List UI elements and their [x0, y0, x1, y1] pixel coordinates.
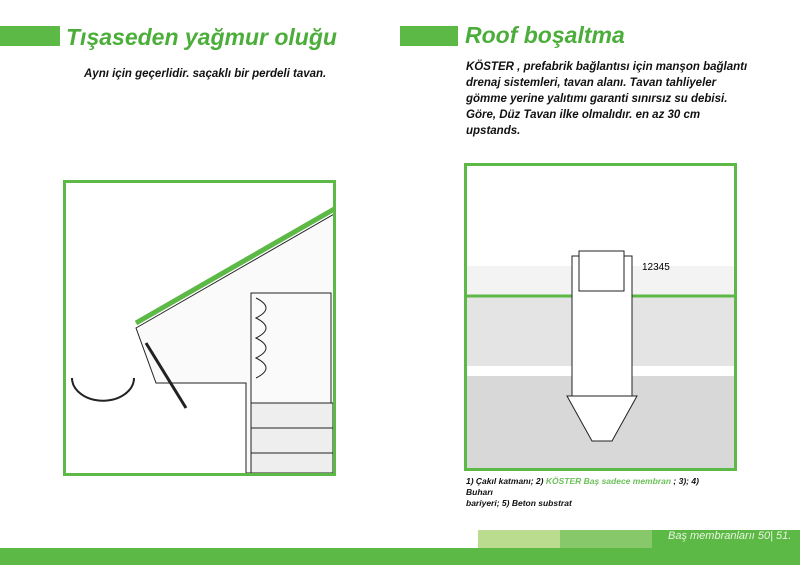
caption-part: ; 3); 4) Buharı	[466, 476, 699, 497]
caption-part: 1) Çakıl katmanı; 2)	[466, 476, 546, 486]
right-body: KÖSTER , prefabrik bağlantısı için manşo…	[466, 59, 747, 139]
body-line: Göre, Düz Tavan ilke olmalıdır. en az 30…	[466, 109, 701, 121]
left-title: Tışaseden yağmur oluğu	[66, 24, 337, 50]
body-line: upstands.	[466, 125, 521, 137]
footer-band-mid	[560, 530, 654, 548]
body-line: KÖSTER , prefabrik bağlantısı için manşo…	[466, 61, 748, 73]
roof-drain-diagram: 12345	[464, 163, 737, 471]
footer-bar	[0, 548, 800, 565]
caption-product: KÖSTER Baş sadece membran	[545, 476, 672, 486]
right-title-bar	[400, 26, 458, 46]
gutter-diagram	[63, 180, 338, 476]
body-line: gömme yerine yalıtımı garanti sınırsız s…	[466, 93, 728, 105]
footer-band-dark	[652, 530, 800, 548]
body-line: drenaj sistemleri, tavan alanı. Tavan ta…	[466, 77, 717, 89]
caption-part: bariyeri; 5) Beton substrat	[466, 498, 572, 508]
eaves-drawing	[71, 205, 338, 474]
footer-page-label: Baş membranlarıı 50| 51.	[668, 530, 792, 542]
right-title: Roof boşaltma	[465, 22, 625, 48]
diagram-caption: 1) Çakıl katmanı; 2) KÖSTER Baş sadece m…	[466, 476, 706, 509]
left-title-bar	[0, 26, 60, 46]
left-subtitle: Aynı için geçerlidir. saçaklı bir perdel…	[84, 68, 327, 80]
footer-band-light	[478, 530, 562, 548]
diagram-label: 12345	[642, 262, 670, 273]
drain-drawing: 12345	[467, 250, 734, 468]
